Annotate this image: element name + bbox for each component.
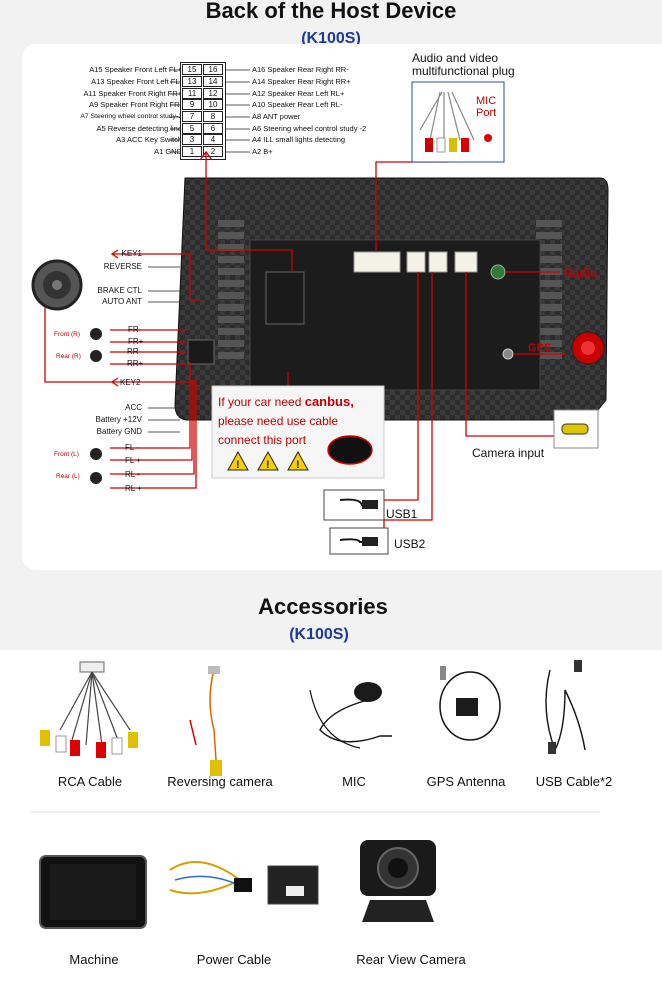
device-back-panel: !!!: [31, 69, 609, 555]
camera-input-label: Camera input: [472, 446, 545, 460]
gps-label: GPS: [528, 342, 552, 354]
pin-label: A11 Speaker Front Right FR+: [83, 89, 182, 98]
wire-label: AUTO ANT: [102, 297, 142, 306]
accessory-label: RCA Cable: [57, 774, 123, 789]
mic-port-line2: Port: [476, 107, 497, 119]
usb1-label: USB1: [386, 507, 418, 521]
pin-number: 8: [203, 111, 223, 122]
pin-number: 10: [203, 99, 223, 110]
av-plug-line1: Audio and video: [412, 51, 499, 65]
pin-label: A7 Steering wheel control study-1: [80, 113, 182, 120]
fl-minus-label: FL -: [125, 443, 139, 452]
rca-cable-icon: [40, 661, 138, 758]
wire-label: KEY1: [121, 249, 142, 258]
pin-number: 4: [203, 134, 223, 145]
page-title: Back of the Host Device: [205, 0, 457, 23]
gps-antenna-icon: [439, 666, 501, 741]
rl-plus-label: RL +: [125, 484, 142, 493]
accessory-label: Power Cable: [196, 952, 272, 967]
wire-label: Battery GND: [96, 427, 142, 436]
canbus-line1a: If your car need: [218, 395, 305, 409]
rear-r-label: Rear (R): [56, 353, 81, 360]
usb2-label: USB2: [394, 537, 426, 551]
svg-text:!: !: [236, 459, 240, 471]
pin-number: 13: [182, 76, 202, 87]
pin-number: 14: [203, 76, 223, 87]
svg-text:!: !: [266, 459, 270, 471]
mic-port-label: MIC Port: [476, 95, 496, 119]
pin-number: 15: [182, 64, 202, 75]
rear-l-label: Rear (L): [56, 473, 80, 480]
model-subtitle: (K100S): [301, 30, 361, 47]
machine-icon: [39, 855, 147, 929]
usb-cable-icon: [545, 660, 586, 754]
pin-label: A9 Speaker Front Right FR-: [89, 100, 182, 109]
pin-number: 1: [182, 146, 202, 157]
pin-label: A14 Speaker Rear Right RR+: [252, 77, 351, 86]
accessory-label: MIC: [342, 774, 366, 789]
rr-plus-label: RR+: [127, 359, 144, 368]
accessory-label: GPS Antenna: [426, 774, 506, 789]
pin-number: 3: [182, 134, 202, 145]
av-plug-line2: multifunctional plug: [412, 64, 515, 78]
canbus-keyword: canbus,: [304, 394, 354, 409]
wire-label: Battery +12V: [95, 415, 142, 424]
pin-label: A8 ANT power: [252, 112, 301, 121]
pin-label: A3 ACC Key Switch: [116, 135, 182, 144]
rl-minus-label: RL -: [125, 470, 140, 479]
pin-label: A15 Speaker Front Left FL+: [89, 65, 182, 74]
wire-label: REVERSE: [103, 262, 142, 271]
pin-label: A12 Speaker Rear Left RL+: [252, 89, 345, 98]
av-plug-label: Audio and video multifunctional plug: [412, 52, 515, 78]
svg-text:!: !: [296, 459, 300, 471]
pin-label: A16 Speaker Rear Right RR-: [252, 65, 349, 74]
radio-label: Radio: [564, 266, 598, 280]
power-cable-icon: [169, 861, 319, 905]
pin-number: 11: [182, 88, 202, 99]
canbus-line3: connect this port: [218, 433, 307, 447]
canbus-note: If your car need canbus, please need use…: [218, 392, 354, 450]
mic-port-line1: MIC: [476, 95, 497, 107]
fl-plus-label: FL +: [125, 456, 141, 465]
accessory-label: Rear View Camera: [356, 952, 466, 967]
accessory-label: Machine: [69, 952, 119, 967]
pin-number: 6: [203, 123, 223, 134]
pin-number: 2: [203, 146, 223, 157]
pin-number: 9: [182, 99, 202, 110]
mic-icon: [309, 682, 392, 749]
accessories-title: Accessories: [258, 594, 388, 619]
accessory-label: USB Cable*2: [535, 774, 613, 789]
canbus-line2: please need use cable: [218, 414, 339, 428]
pin-label: A4 ILL small lights detecting: [252, 135, 346, 144]
rr-minus-label: RR-: [127, 347, 142, 356]
pin-number: 12: [203, 88, 223, 99]
pin-number: 7: [182, 111, 202, 122]
pin-label: A5 Reverse detecting line: [96, 124, 182, 133]
accessories-model: (K100S): [289, 626, 349, 643]
pin-label: A2 B+: [252, 147, 273, 156]
wire-label: BRAKE CTL: [97, 286, 142, 295]
pin-label: A6 Steering wheel control study -2: [252, 124, 367, 133]
key2-label: KEY2: [120, 378, 141, 387]
canbus-line1: If your car need canbus,: [218, 392, 354, 412]
pin-number: 5: [182, 123, 202, 134]
accessories-card: [0, 650, 662, 1000]
pin-label: A1 GND: [154, 147, 182, 156]
pin-label: A10 Speaker Rear Left RL-: [252, 100, 343, 109]
front-l-label: Front (L): [54, 451, 79, 458]
front-r-label: Front (R): [54, 331, 80, 338]
fr-plus-label: FR+: [128, 337, 144, 346]
fr-minus-label: FR-: [128, 325, 142, 334]
wire-label: ACC: [125, 403, 142, 412]
pin-number: 16: [203, 64, 223, 75]
accessory-illustrations: [30, 660, 600, 929]
reversing-camera-cable-icon: [189, 666, 222, 776]
rear-view-camera-icon: [360, 840, 436, 922]
pin-label: A13 Speaker Front Left FL-: [91, 77, 182, 86]
accessory-label: Reversing camera: [167, 774, 273, 789]
